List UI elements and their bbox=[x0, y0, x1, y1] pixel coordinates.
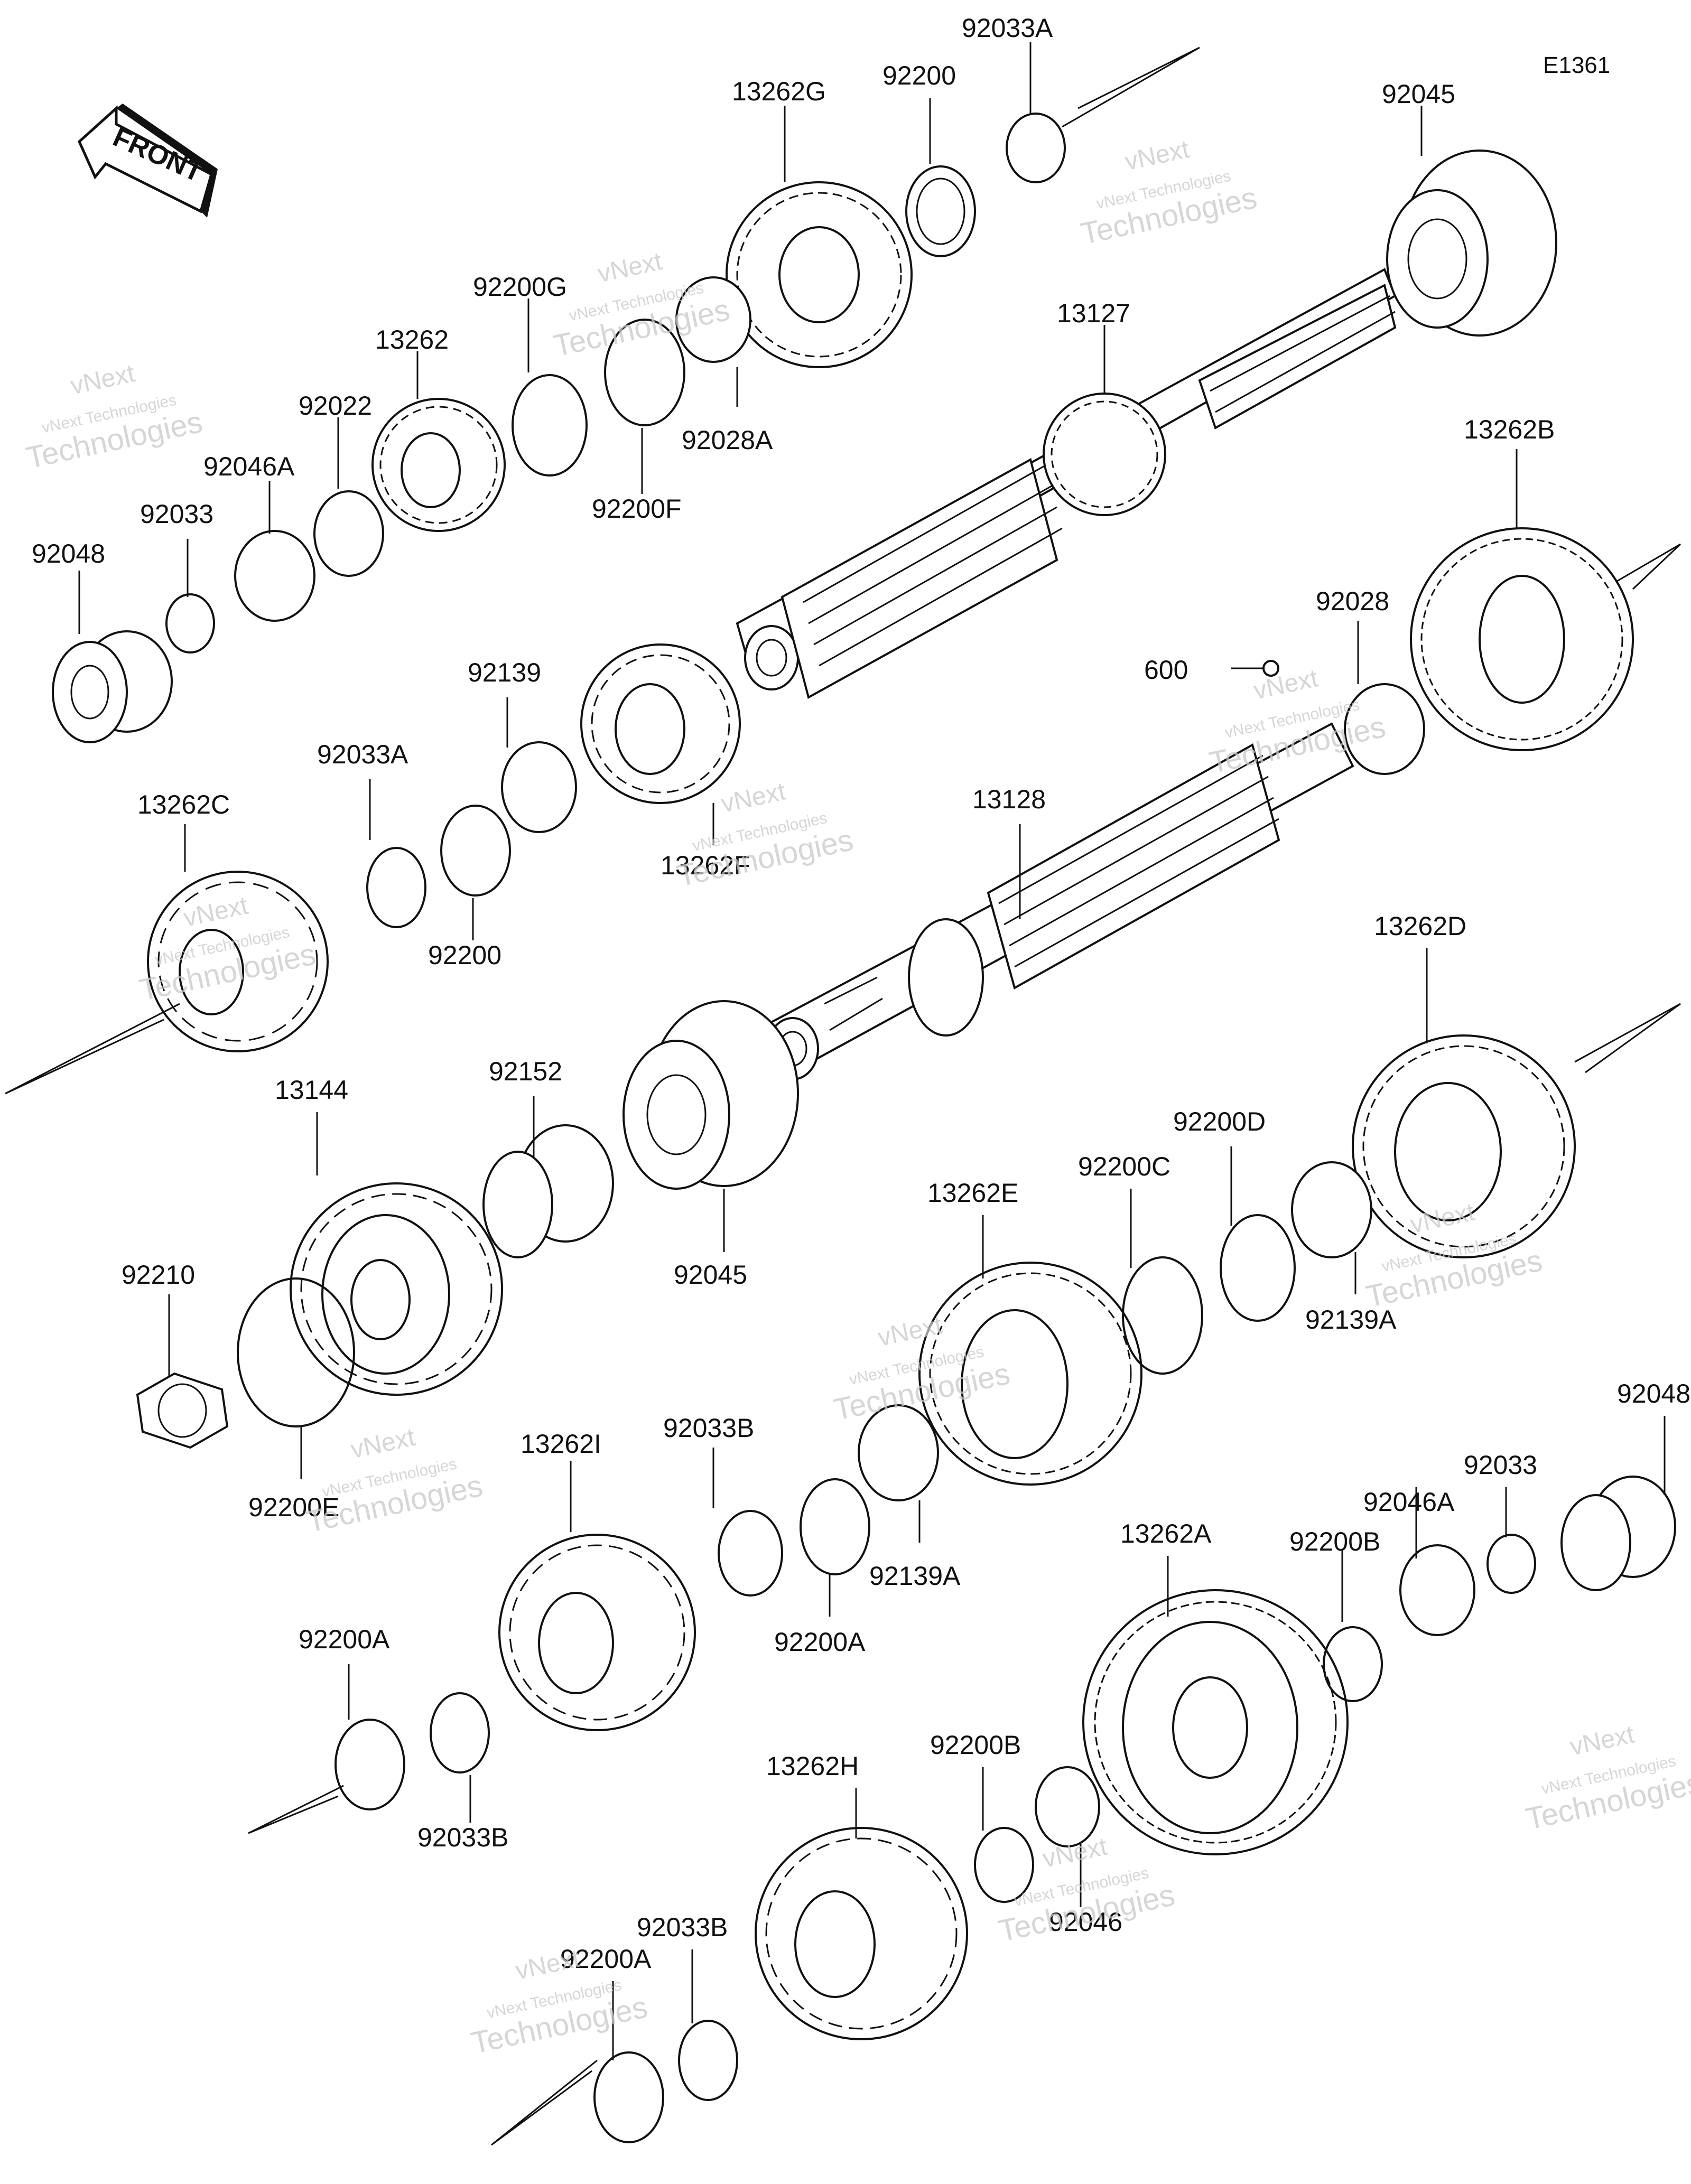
part-label: 92200G bbox=[473, 272, 567, 302]
part-label: 13262E bbox=[927, 1178, 1018, 1208]
part-label: 92200A bbox=[560, 1944, 652, 1974]
part-label: 92200 bbox=[428, 940, 501, 970]
watermark-text: vNext bbox=[1567, 1720, 1637, 1761]
part-label: 92046A bbox=[203, 452, 295, 481]
part-label: 92046 bbox=[1049, 1907, 1122, 1937]
part-label: 92200B bbox=[930, 1730, 1021, 1760]
part-label: 92200B bbox=[1289, 1527, 1380, 1556]
part-label: 92046A bbox=[1363, 1487, 1455, 1517]
gear-13262B bbox=[1410, 527, 1634, 751]
front-arrow-icon: FRONT bbox=[77, 104, 218, 218]
gear-13262D bbox=[1352, 1034, 1576, 1258]
watermark-text: vNext bbox=[68, 359, 137, 400]
part-label: 92033A bbox=[962, 13, 1053, 43]
part-label: 13262H bbox=[766, 1751, 859, 1781]
part-label: 92033B bbox=[637, 1912, 728, 1942]
part-label: 92200 bbox=[882, 61, 956, 90]
part-label: 600 bbox=[1144, 655, 1188, 685]
watermark-text: vNext bbox=[513, 1945, 582, 1985]
part-label: 92022 bbox=[299, 391, 372, 421]
leader-lines bbox=[78, 42, 1666, 2060]
part-label: 92033 bbox=[1464, 1450, 1537, 1480]
gear-13262A bbox=[1082, 1589, 1349, 1855]
axis-lines bbox=[5, 46, 1681, 2146]
part-label: 92033B bbox=[417, 1823, 508, 1852]
part-label: 13262D bbox=[1374, 911, 1466, 941]
part-label: 92033B bbox=[663, 1413, 754, 1443]
part-label: 92139A bbox=[1305, 1305, 1397, 1334]
part-label: 92200C bbox=[1078, 1152, 1170, 1181]
part-label: 92033A bbox=[317, 740, 408, 769]
part-label: 13262F bbox=[661, 851, 750, 880]
watermark-text: vNext bbox=[595, 247, 664, 288]
part-label: 92200F bbox=[592, 494, 682, 524]
diagram-code: E1361 bbox=[1543, 52, 1610, 78]
sleeve-92152 bbox=[482, 1124, 614, 1258]
part-label: 13262C bbox=[137, 790, 230, 819]
bearing-92045-top bbox=[1386, 150, 1557, 337]
part-label: 13262G bbox=[732, 77, 826, 106]
part-label: 13262 bbox=[375, 325, 449, 354]
part-label: 92210 bbox=[122, 1260, 195, 1290]
lower-shaft bbox=[765, 722, 1354, 1080]
nut-92210 bbox=[136, 1372, 229, 1449]
part-label: 13262B bbox=[1464, 415, 1555, 444]
part-label: 92048 bbox=[32, 539, 105, 568]
gear-13262G bbox=[726, 181, 913, 368]
part-label: 92139 bbox=[468, 658, 541, 687]
part-label: 92200A bbox=[774, 1627, 866, 1657]
needle-bearings bbox=[234, 276, 1475, 1847]
watermark-text: vNext bbox=[1122, 135, 1192, 176]
part-label: 92200A bbox=[299, 1625, 390, 1654]
part-label: 13262A bbox=[1120, 1519, 1212, 1548]
gear-13262H bbox=[755, 1827, 968, 2040]
part-label: 13262I bbox=[521, 1429, 601, 1459]
gear-13127 bbox=[1043, 393, 1166, 516]
gear-13262 bbox=[371, 398, 506, 532]
gear-13262E bbox=[918, 1262, 1142, 1486]
part-label: 92200D bbox=[1173, 1107, 1266, 1136]
rings-washers bbox=[165, 113, 1536, 2143]
part-label: 13144 bbox=[275, 1075, 348, 1105]
sleeve-92048-left bbox=[52, 630, 173, 743]
gear-13144 bbox=[290, 1182, 503, 1396]
gear-13262I bbox=[498, 1534, 696, 1731]
part-label: 13128 bbox=[972, 785, 1046, 814]
part-label: 13127 bbox=[1057, 298, 1130, 328]
part-label: 92045 bbox=[674, 1260, 747, 1290]
part-label: 92200E bbox=[248, 1492, 339, 1522]
part-label: 92139A bbox=[869, 1561, 961, 1591]
part-labels: 92033A 13262G 92200 92045 92200G 13262 9… bbox=[32, 13, 1690, 1974]
bearing-92045-mid bbox=[622, 1000, 799, 1190]
part-label: 92028A bbox=[682, 425, 773, 455]
watermark-text: vNext bbox=[348, 1423, 417, 1464]
part-label: 92048 bbox=[1617, 1379, 1690, 1408]
part-label: 92033 bbox=[140, 499, 213, 529]
gear-13262F bbox=[580, 643, 741, 804]
part-label: 92045 bbox=[1382, 79, 1455, 109]
watermark-text: vNext bbox=[719, 777, 788, 818]
part-label: 92152 bbox=[489, 1057, 562, 1086]
marker-600 bbox=[1262, 660, 1279, 677]
sleeve-92048-right bbox=[1560, 1476, 1676, 1591]
watermark-text: vNext bbox=[1251, 664, 1321, 705]
gear-13262C bbox=[147, 871, 329, 1052]
part-label: 92028 bbox=[1316, 586, 1389, 616]
